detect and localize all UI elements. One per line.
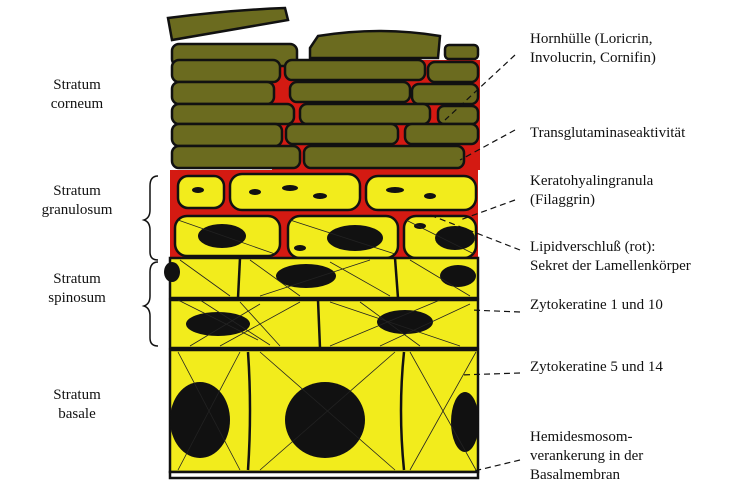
annotation-hornhuelle: Hornhülle (Loricrin, Involucrin, Cornifi…: [530, 30, 656, 68]
annotation-zytokeratine-5-14: Zytokeratine 5 und 14: [530, 358, 663, 377]
stratum-corneum-illustration: [168, 8, 480, 174]
annotation-line: Hemidesmosom-: [530, 428, 643, 447]
annotation-line: Transglutaminaseaktivität: [530, 124, 685, 143]
label-line: granulosum: [22, 201, 132, 220]
annotation-line: Sekret der Lamellenkörper: [530, 257, 691, 276]
label-line: Stratum: [22, 270, 132, 289]
annotation-keratohyalin: Keratohyalingranula (Filaggrin): [530, 172, 653, 210]
annotation-line: Involucrin, Cornifin): [530, 49, 656, 68]
annotation-line: Zytokeratine 5 und 14: [530, 358, 663, 377]
label-line: corneum: [22, 95, 132, 114]
label-stratum-corneum: Stratum corneum: [22, 76, 132, 114]
layer-braces: [144, 176, 158, 346]
stratum-spinosum-illustration: [164, 258, 478, 348]
annotation-hemidesmosom: Hemidesmosom- verankerung in der Basalme…: [530, 428, 643, 485]
annotation-line: Zytokeratine 1 und 10: [530, 296, 663, 315]
label-line: Stratum: [22, 386, 132, 405]
annotation-line: Lipidverschluß (rot):: [530, 238, 691, 257]
annotation-line: Hornhülle (Loricrin,: [530, 30, 656, 49]
label-stratum-granulosum: Stratum granulosum: [22, 182, 132, 220]
label-stratum-basale: Stratum basale: [22, 386, 132, 424]
annotation-lipidverschluss: Lipidverschluß (rot): Sekret der Lamelle…: [530, 238, 691, 276]
annotation-line: verankerung in der: [530, 447, 643, 466]
label-stratum-spinosum: Stratum spinosum: [22, 270, 132, 308]
label-line: Stratum: [22, 76, 132, 95]
label-line: basale: [22, 405, 132, 424]
label-line: Stratum: [22, 182, 132, 201]
annotation-zytokeratine-1-10: Zytokeratine 1 und 10: [530, 296, 663, 315]
annotation-line: Keratohyalingranula: [530, 172, 653, 191]
label-line: spinosum: [22, 289, 132, 308]
annotation-line: (Filaggrin): [530, 191, 653, 210]
annotation-transglutaminase: Transglutaminaseaktivität: [530, 124, 685, 143]
annotation-line: Basalmembran: [530, 466, 643, 485]
